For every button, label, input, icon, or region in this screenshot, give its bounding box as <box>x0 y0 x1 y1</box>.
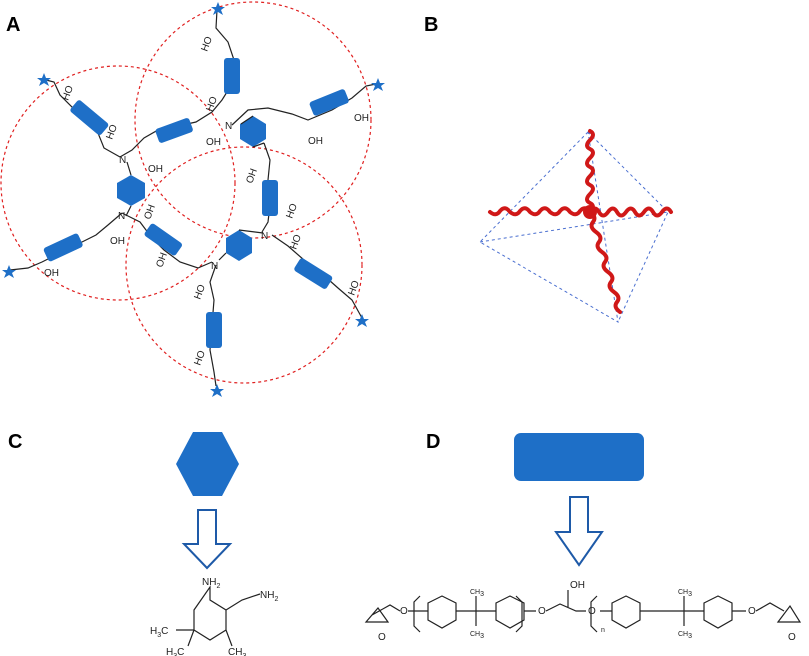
epoxy-block-a7 <box>144 223 182 256</box>
oxygen-epoxide-left: O <box>378 632 386 643</box>
oxygen-4: O <box>748 606 756 617</box>
epoxy-block-a2 <box>155 118 193 143</box>
dashed-circle-top <box>134 1 372 239</box>
hydroxyl-a2: HO <box>104 123 120 141</box>
epoxide-left <box>364 604 401 623</box>
helix-core <box>583 205 597 219</box>
oxygen-epoxide-right: O <box>788 632 796 643</box>
hexagon-symbol <box>176 432 239 496</box>
hydroxyl-a18: HO <box>192 349 208 367</box>
epoxy-block-a1 <box>70 100 109 135</box>
hydroxyl-a11: OH <box>110 236 125 247</box>
panel-c-label: C <box>8 431 22 453</box>
hydroxyl-a7: OH <box>308 136 323 147</box>
repeat-subscript: n <box>601 627 605 634</box>
star-polymer-helices <box>488 129 673 314</box>
phenyl-ring-1 <box>427 595 457 629</box>
hydroxyl-a8: OH <box>354 113 369 124</box>
core-bonds <box>125 115 265 261</box>
methyl-d1: CH3 <box>470 589 484 598</box>
methyl-d2: CH3 <box>470 631 484 640</box>
panel-a: A N N N N N HO <box>0 1 385 397</box>
epoxide-right <box>776 604 802 623</box>
panel-b: B <box>424 14 673 323</box>
star-icon-2 <box>37 73 51 86</box>
oxygen-2: O <box>538 606 546 617</box>
nitrogen-a5: N <box>211 261 218 272</box>
epoxy-block-a4 <box>309 89 349 116</box>
down-arrow-c <box>181 509 233 570</box>
dashed-circle-bottom <box>125 146 363 384</box>
epoxy-block-a3 <box>224 58 240 94</box>
hydroxyl-a14: OH <box>154 251 169 269</box>
phenyl-ring-4 <box>703 595 733 629</box>
star-icon-3 <box>371 78 385 91</box>
methyl-right-label: CH3 <box>228 647 246 656</box>
helix-arm-right <box>588 206 673 218</box>
panel-d-label: D <box>426 431 440 453</box>
panel-c: C NH2 NH2 H3C H3C CH3 <box>8 431 278 656</box>
rectangle-symbol <box>514 433 644 481</box>
methyl-left2-label: H3C <box>166 647 184 656</box>
star-icons <box>2 2 385 397</box>
backbone-bonds <box>408 590 785 626</box>
nitrogen-a4: N <box>261 231 268 242</box>
hydroxyl-d: OH <box>570 580 585 591</box>
hydroxyl-a15: HO <box>288 233 304 251</box>
hexagon-core-left <box>117 175 145 206</box>
hydroxyl-a6: OH <box>206 137 221 148</box>
methyl-left-label: H3C <box>150 626 168 639</box>
nitrogen-a2: N <box>118 211 125 222</box>
phenyl-ring-2 <box>495 595 525 629</box>
epoxy-block-a8 <box>294 258 333 289</box>
hexagon-core-top <box>240 116 266 147</box>
hexagon-core-bottom <box>226 230 252 261</box>
epoxy-block-a5 <box>262 180 278 216</box>
epoxy-resin-structure: O O O O O O OH n CH3 CH3 CH3 CH3 <box>364 580 802 643</box>
methyl-d4: CH3 <box>678 631 692 640</box>
hydroxyl-a9: OH <box>244 167 259 185</box>
hydroxyl-a16: HO <box>346 279 362 297</box>
panel-a-label: A <box>6 14 20 36</box>
panel-b-label: B <box>424 14 438 36</box>
amine-side-label: NH2 <box>260 590 278 603</box>
repeat-brackets <box>413 595 598 633</box>
epoxy-block-a9 <box>206 312 222 348</box>
helix-arm-left <box>488 206 592 217</box>
dashed-circle-left <box>0 65 236 301</box>
hydroxyl-a13: OH <box>142 203 157 221</box>
hydroxyl-a3: OH <box>148 164 163 175</box>
oxygen-3: O <box>588 606 596 617</box>
oxygen-1: O <box>400 606 408 617</box>
hydroxyl-a1: HO <box>60 84 76 102</box>
helix-arm-up <box>585 129 595 214</box>
star-icon-4 <box>2 265 16 278</box>
hydroxyl-a4: HO <box>199 35 215 53</box>
nitrogen-a1: N <box>119 155 126 166</box>
tetrahedron-frame <box>479 130 669 323</box>
chain-a2 <box>119 9 235 158</box>
chain-a3 <box>231 83 377 126</box>
star-icon-5 <box>355 314 369 327</box>
helix-arm-down <box>588 210 622 314</box>
hydroxyl-a5: HO <box>204 95 220 113</box>
hydroxyl-a17: HO <box>192 283 208 301</box>
isophorone-skeleton <box>176 585 261 647</box>
down-arrow-d <box>554 496 604 567</box>
amine-top-label: NH2 <box>202 577 220 590</box>
star-icon-6 <box>210 384 224 397</box>
hydroxyl-a12: OH <box>44 268 59 279</box>
nitrogen-a3: N <box>225 121 232 132</box>
star-icon-1 <box>211 2 225 15</box>
phenyl-ring-3 <box>611 595 641 629</box>
panel-d: D O O O O O O OH n CH3 CH3 CH3 CH3 <box>364 431 802 643</box>
chain-a6 <box>121 212 213 269</box>
methyl-d3: CH3 <box>678 589 692 598</box>
epoxy-block-a6 <box>43 233 83 262</box>
hydroxyl-a10: HO <box>284 202 300 220</box>
